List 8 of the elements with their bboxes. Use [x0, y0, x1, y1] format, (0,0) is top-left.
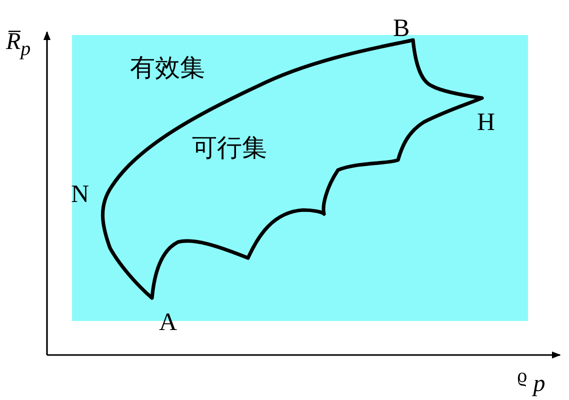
region-label: 可行集 — [192, 136, 267, 161]
point-label: H — [477, 110, 496, 135]
point-label: N — [71, 182, 90, 207]
point-label: A — [159, 310, 178, 335]
curve-label: 有效集 — [130, 56, 205, 81]
x-axis-label: $^{ϱ}$ p — [517, 366, 546, 396]
y-axis-label: R̅$_{p}$ — [6, 30, 31, 59]
point-label: B — [393, 16, 410, 41]
